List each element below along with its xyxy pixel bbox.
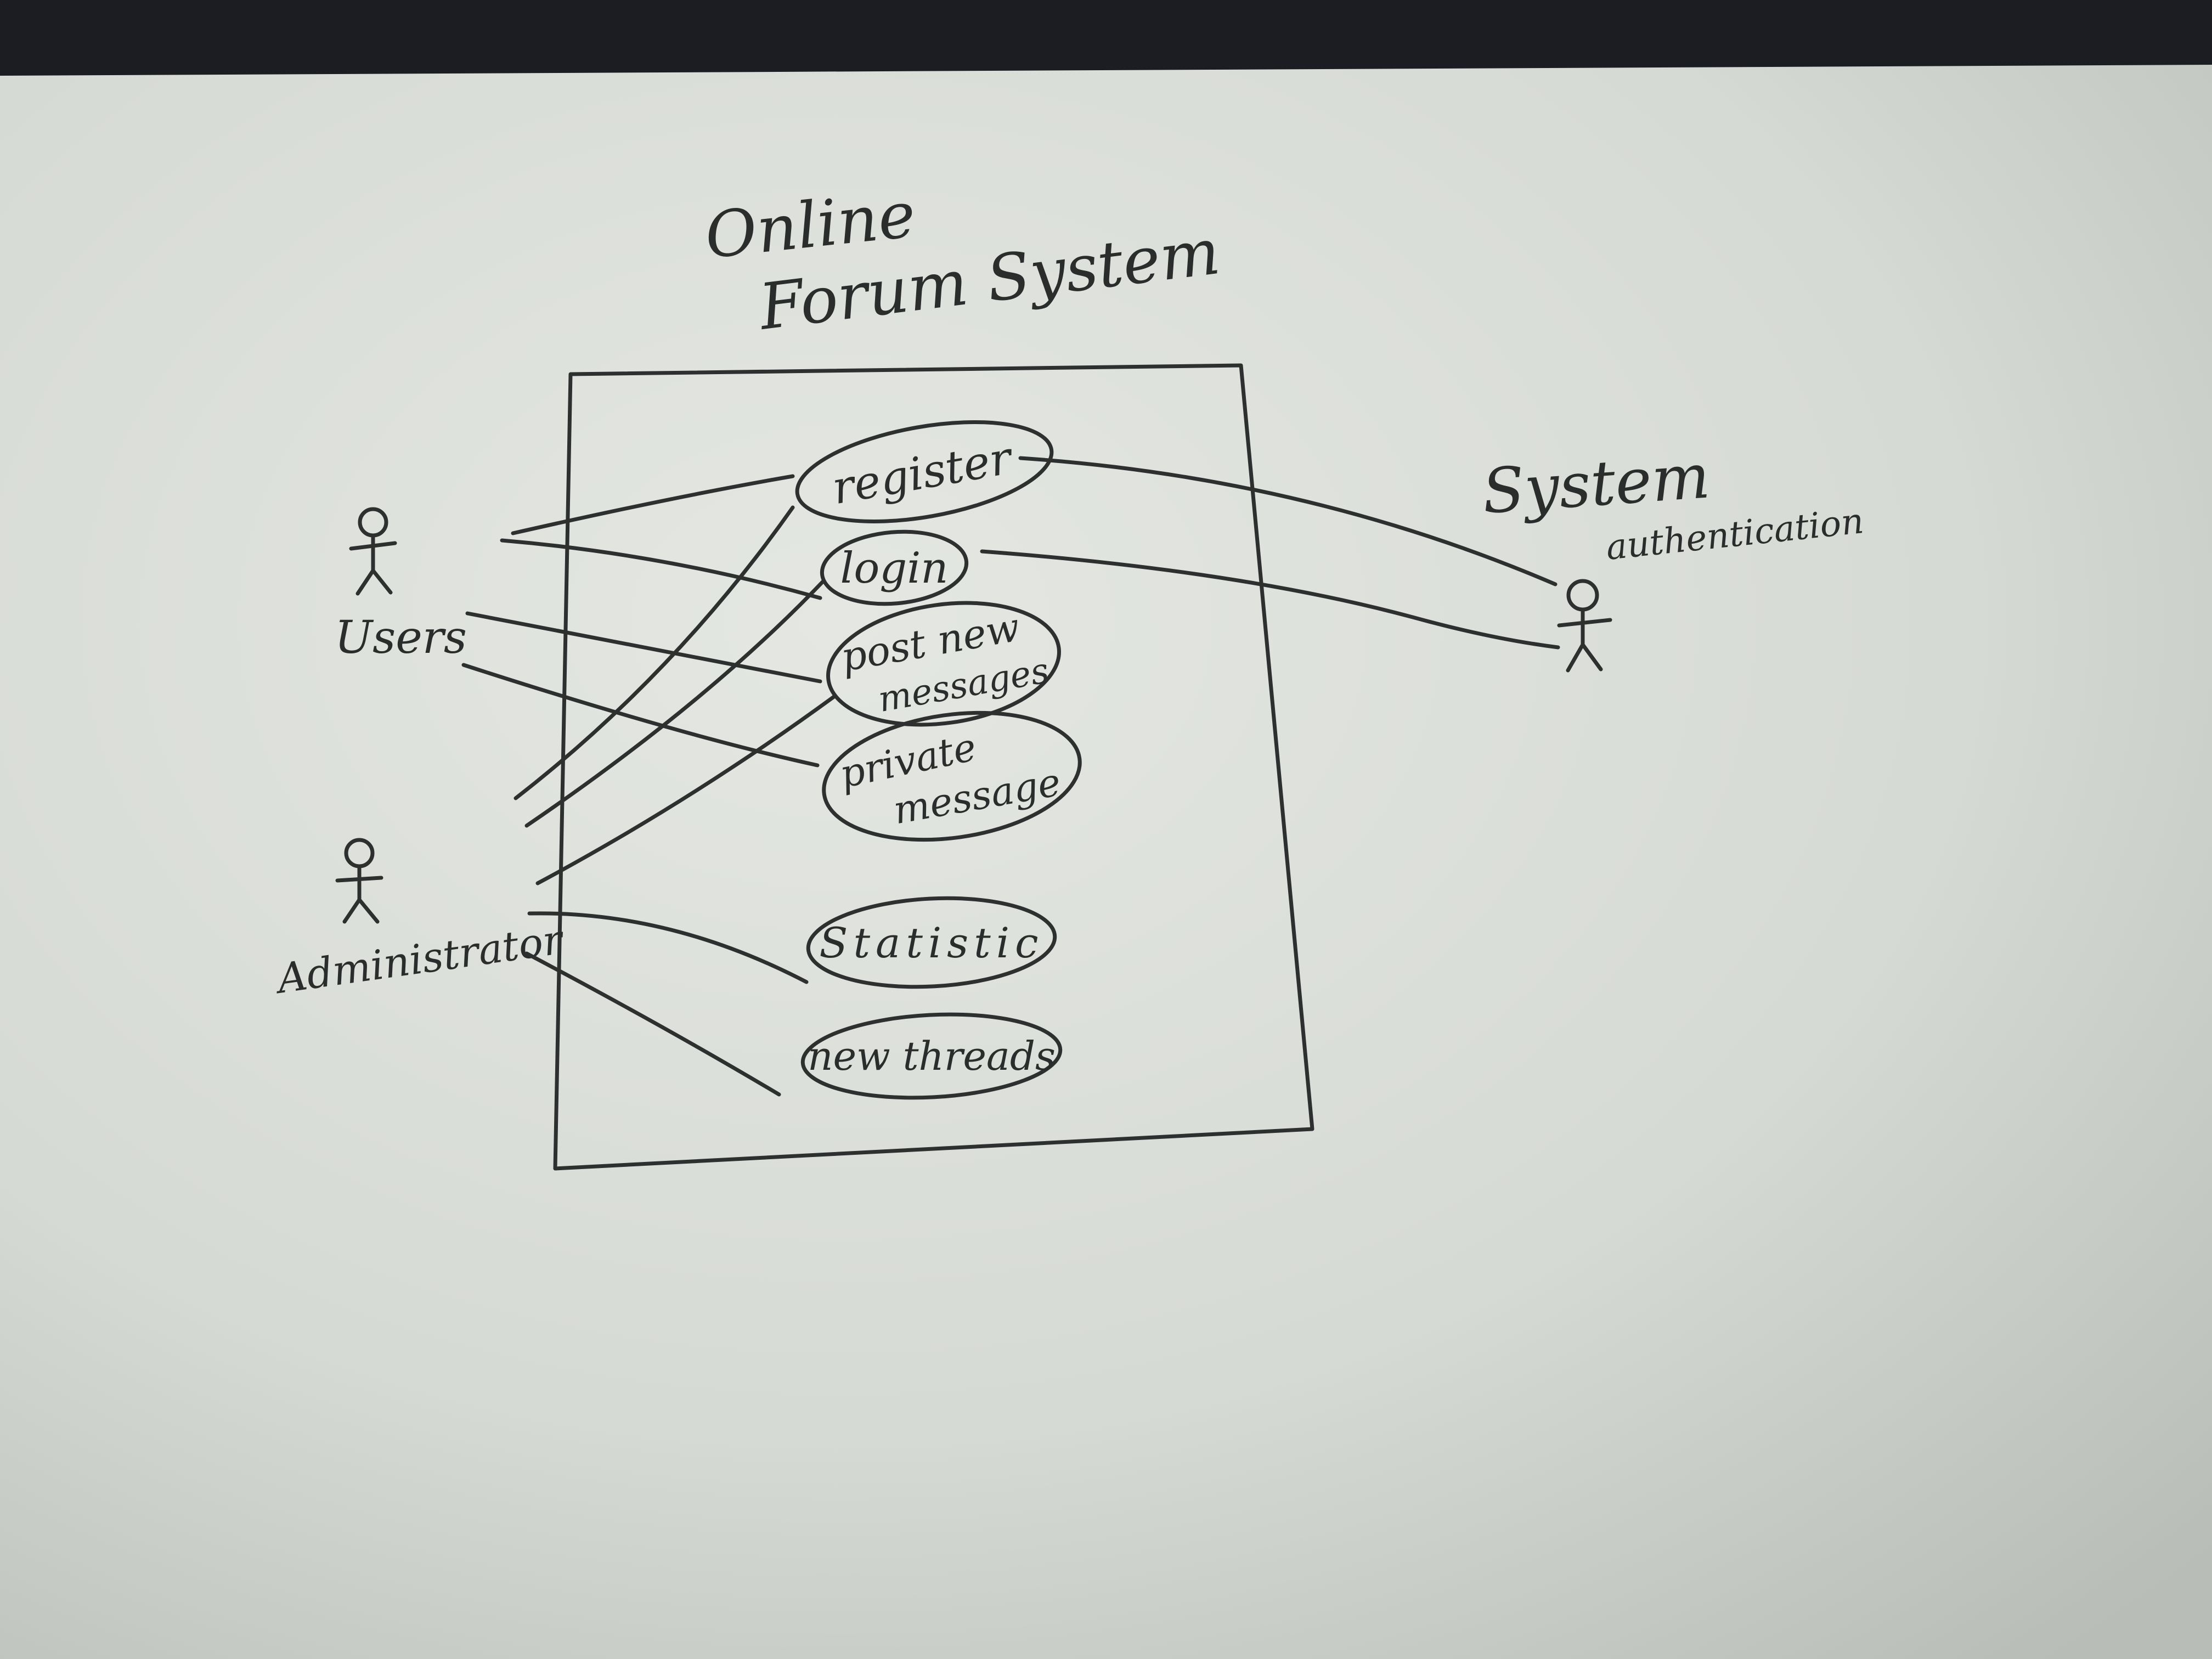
use-case-new-threads: new threads: [800, 1012, 1063, 1100]
paper-sheet: [0, 65, 2212, 1659]
associations-administrator: [514, 505, 836, 1097]
actor-system-authentication-figure: [1557, 579, 1612, 673]
associations-users: [461, 474, 822, 768]
system-boundary: [553, 363, 1314, 1171]
actor-users-figure: [349, 507, 397, 596]
use-case-login-label: login: [840, 544, 948, 593]
actor-auth-label-line1: System: [1480, 441, 1712, 528]
use-case-login: login: [820, 529, 969, 606]
use-case-statistic-label: Statistic: [819, 918, 1043, 967]
use-case-statistic: Statistic: [806, 896, 1057, 989]
actor-administrator-figure: [335, 838, 383, 924]
actor-users-label: Users: [335, 612, 467, 664]
associations-system-authentication: [980, 456, 1560, 650]
use-case-new-threads-label: new threads: [808, 1033, 1056, 1079]
